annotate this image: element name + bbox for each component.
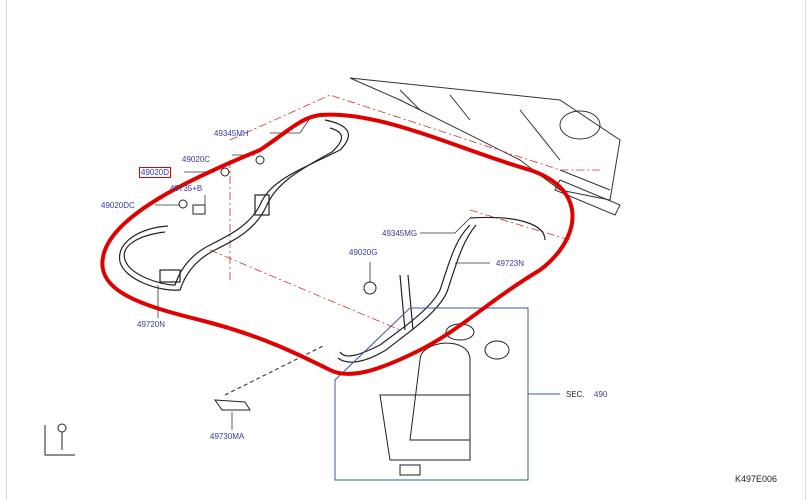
leader-lines (155, 117, 490, 430)
section-ref-number[interactable]: 490 (594, 390, 608, 399)
steering-rack (349, 77, 621, 216)
part-label-49020G[interactable]: 49020G (349, 248, 378, 257)
bracket-49730MA (213, 344, 326, 411)
highlight-loop (100, 112, 575, 376)
diagram-code: K497E006 (735, 474, 778, 484)
pump-assembly (334, 307, 560, 481)
axis-symbol-icon (44, 423, 75, 456)
part-label-49730MA[interactable]: 49730MA (210, 432, 245, 441)
section-ref-prefix: SEC. (566, 390, 585, 399)
diagram-canvas (6, 0, 806, 500)
part-label-49345MH[interactable]: 49345MH (214, 129, 249, 138)
part-label-49020C[interactable]: 49020C (182, 155, 211, 164)
fittings (178, 155, 377, 295)
guide-lines (209, 94, 600, 331)
part-label-49345MG[interactable]: 49345MG (382, 229, 418, 238)
part-label-49020DC[interactable]: 49020DC (101, 201, 135, 210)
hose-49723N (337, 216, 546, 363)
part-label-49723N[interactable]: 49723N (496, 259, 525, 268)
hose-49720N (119, 119, 350, 291)
part-label-49020D-highlighted[interactable]: 49020D (139, 167, 172, 178)
part-label-49720N[interactable]: 49720N (137, 320, 166, 329)
part-label-49735B[interactable]: 49735+B (170, 184, 203, 193)
